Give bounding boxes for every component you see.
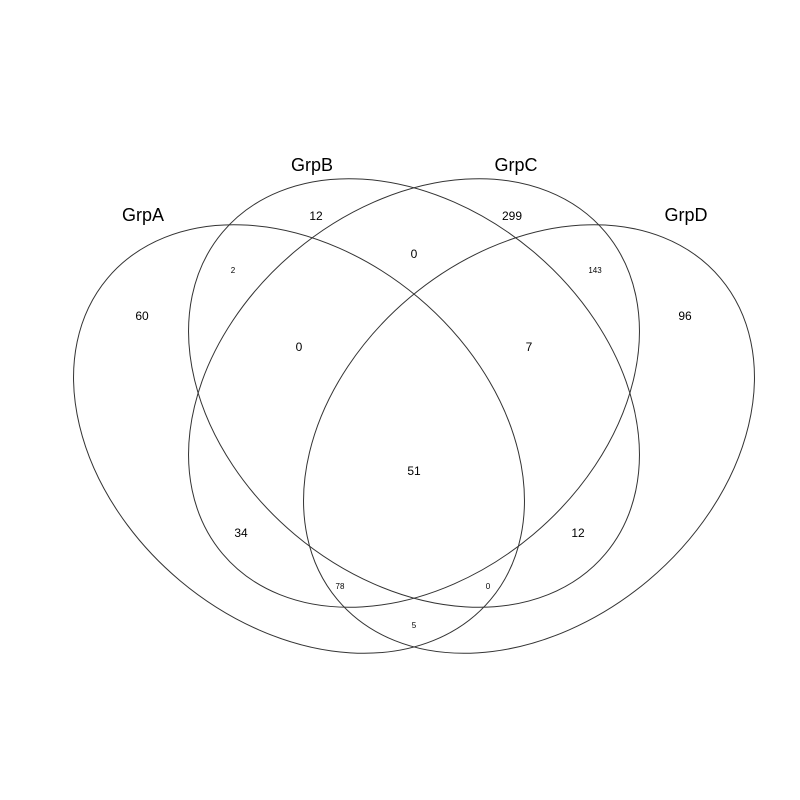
region-ad-count: 5 <box>412 621 417 630</box>
set-c-ellipse <box>188 178 640 608</box>
region-cd-count: 143 <box>588 266 602 275</box>
set-d-ellipse <box>303 224 755 654</box>
region-abd-count: 0 <box>486 582 491 591</box>
region-c-only-count: 299 <box>502 209 522 223</box>
region-abcd-count: 51 <box>407 464 421 478</box>
region-a-only-count: 60 <box>135 309 149 323</box>
region-acd-count: 78 <box>336 582 345 591</box>
region-bd-count: 12 <box>571 526 585 540</box>
region-bcd-count: 7 <box>526 340 533 354</box>
set-b-label: GrpB <box>291 155 333 175</box>
region-abc-count: 0 <box>296 340 303 354</box>
set-a-label: GrpA <box>122 205 164 225</box>
set-a-ellipse <box>73 224 525 654</box>
region-ab-count: 2 <box>231 266 236 275</box>
region-bc-count: 0 <box>411 247 418 261</box>
set-c-label: GrpC <box>494 155 537 175</box>
region-ac-count: 34 <box>234 526 248 540</box>
region-d-only-count: 96 <box>678 309 692 323</box>
set-d-label: GrpD <box>664 205 707 225</box>
set-b-ellipse <box>188 178 640 608</box>
region-b-only-count: 12 <box>309 209 323 223</box>
